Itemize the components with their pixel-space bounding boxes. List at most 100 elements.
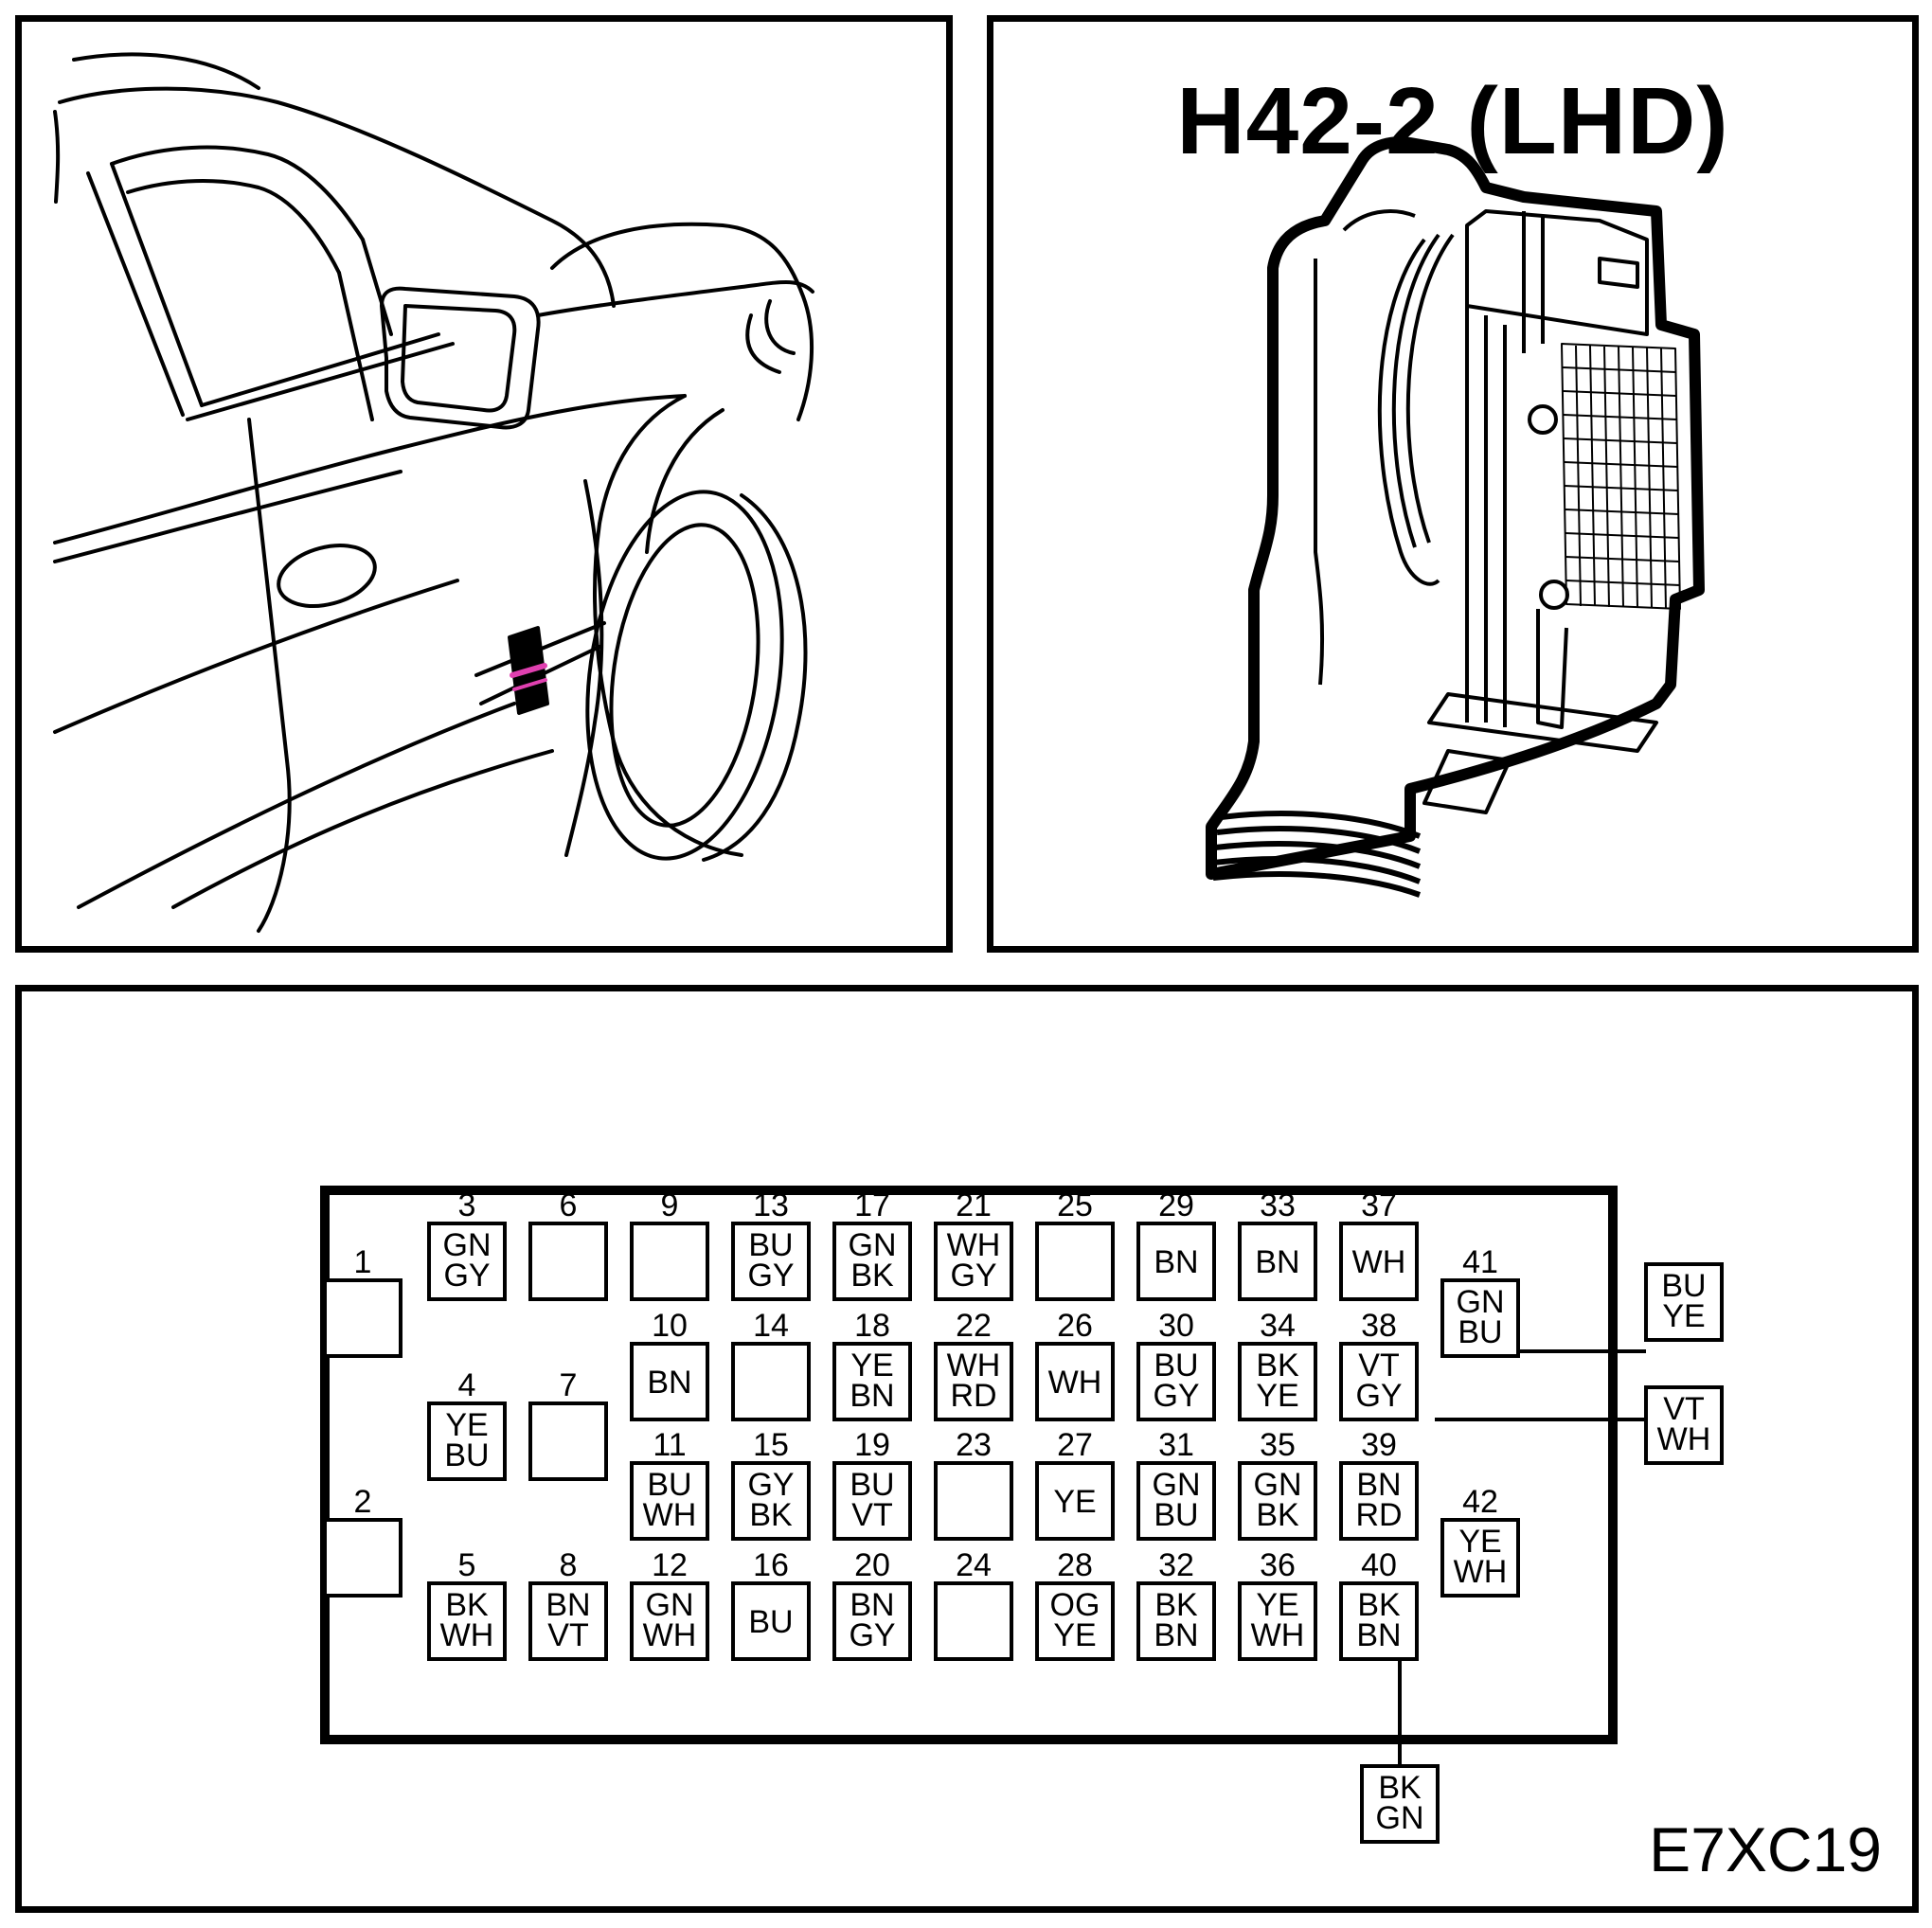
- pin-41-color-1: GN: [1457, 1284, 1505, 1320]
- pin-20-color-1: BN: [850, 1587, 894, 1623]
- pin-24-number: 24: [956, 1547, 992, 1583]
- external-wire-38-box: [1644, 1385, 1724, 1465]
- pin-23-number: 23: [956, 1427, 992, 1463]
- pin-32-color-1: BK: [1154, 1587, 1198, 1623]
- pin-9: [630, 1222, 709, 1301]
- pin-11-number: 11: [653, 1427, 686, 1463]
- pin-3-box: [427, 1222, 507, 1301]
- pin-14-number: 14: [753, 1308, 789, 1344]
- pin-10-box: [630, 1342, 709, 1421]
- external-wire-41-color-2: YE: [1662, 1298, 1705, 1334]
- pin-42-color-2: WH: [1454, 1554, 1508, 1590]
- pin-8-box: [528, 1581, 608, 1661]
- pin-29-number: 29: [1158, 1187, 1194, 1223]
- pin-26-box: [1035, 1342, 1115, 1421]
- pin-5-color-1: BK: [445, 1587, 489, 1623]
- pin-16-box: [731, 1581, 811, 1661]
- pin-1: [323, 1278, 402, 1358]
- pin-33-box: [1238, 1222, 1317, 1301]
- pin-29-color-1: BN: [1154, 1244, 1198, 1280]
- pin-21-box: [934, 1222, 1013, 1301]
- pin-21-number: 21: [956, 1187, 992, 1223]
- pin-30-color-2: GY: [1153, 1378, 1199, 1414]
- pin-28-color-1: OG: [1050, 1587, 1100, 1623]
- pin-36-color-2: WH: [1251, 1617, 1305, 1653]
- pin-21-color-1: WH: [947, 1227, 1001, 1263]
- pin-10: BN: [630, 1342, 709, 1421]
- pin-6-number: 6: [560, 1187, 578, 1223]
- pin-39-box: [1339, 1461, 1419, 1541]
- pin-17-number: 17: [854, 1187, 890, 1223]
- pin-17-color-1: GN: [849, 1227, 897, 1263]
- pin-34-number: 34: [1260, 1308, 1296, 1344]
- pin-19-color-2: VT: [851, 1497, 892, 1533]
- pin-4-number: 4: [458, 1367, 476, 1403]
- pin-31-number: 31: [1158, 1427, 1194, 1463]
- pin-8-number: 8: [560, 1547, 578, 1583]
- pin-39-number: 39: [1361, 1427, 1397, 1463]
- pin-31-box: [1136, 1461, 1216, 1541]
- pin-21-color-2: GY: [950, 1258, 996, 1294]
- external-wire-40-box: [1360, 1764, 1440, 1844]
- pin-30-number: 30: [1158, 1308, 1194, 1344]
- pin-26-number: 26: [1057, 1308, 1093, 1344]
- pin-13-color-1: BU: [748, 1227, 793, 1263]
- pin-7: [528, 1401, 608, 1481]
- pin-27-box: [1035, 1461, 1115, 1541]
- pin-25: [1035, 1222, 1115, 1301]
- pin-4-color-2: BU: [444, 1437, 489, 1473]
- pin-40-color-2: BN: [1356, 1617, 1401, 1653]
- pin-11-box: [630, 1461, 709, 1541]
- pin-38-box: [1339, 1342, 1419, 1421]
- pin-22-number: 22: [956, 1308, 992, 1344]
- pin-19-box: [832, 1461, 912, 1541]
- pin-7-box: [528, 1401, 608, 1481]
- pin-31-color-1: GN: [1153, 1467, 1201, 1503]
- pin-25-box: [1035, 1222, 1115, 1301]
- pin-37-box: [1339, 1222, 1419, 1301]
- pin-35-number: 35: [1260, 1427, 1296, 1463]
- pin-18-number: 18: [854, 1308, 890, 1344]
- pin-27-color-1: YE: [1053, 1484, 1096, 1520]
- pin-3-number: 3: [458, 1187, 476, 1223]
- pin-29-box: [1136, 1222, 1216, 1301]
- pin-18-color-2: BN: [850, 1378, 894, 1414]
- external-wire-41-color-1: BU: [1661, 1268, 1706, 1304]
- pin-38-number: 38: [1361, 1308, 1397, 1344]
- pin-20-color-2: GY: [849, 1617, 895, 1653]
- pin-42-color-1: YE: [1458, 1524, 1501, 1560]
- vehicle-drawing: [53, 52, 814, 933]
- pin-31-color-2: BU: [1154, 1497, 1198, 1533]
- pin-41-box: [1440, 1278, 1520, 1358]
- figure-code: E7XC19: [1649, 1814, 1882, 1884]
- pin-34-color-1: BK: [1256, 1348, 1299, 1384]
- pin-15-number: 15: [753, 1427, 789, 1463]
- pin-28-color-2: YE: [1053, 1617, 1096, 1653]
- pin-26-color-1: WH: [1048, 1365, 1102, 1401]
- pin-37: WH: [1339, 1222, 1419, 1301]
- pin-8-color-1: BN: [546, 1587, 590, 1623]
- pin-28-number: 28: [1057, 1547, 1093, 1583]
- pin-13-number: 13: [753, 1187, 789, 1223]
- pin-33-color-1: BN: [1255, 1244, 1299, 1280]
- pin-16-number: 16: [753, 1547, 789, 1583]
- pin-36-box: [1238, 1581, 1317, 1661]
- pin-15-color-2: BK: [749, 1497, 793, 1533]
- pin-29: BN: [1136, 1222, 1216, 1301]
- pin-40-color-1: BK: [1357, 1587, 1401, 1623]
